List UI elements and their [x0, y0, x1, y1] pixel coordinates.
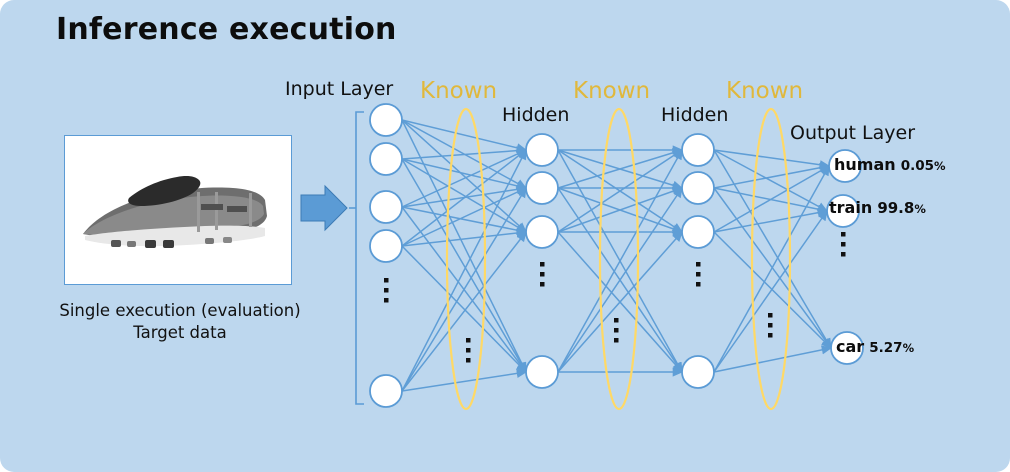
node-h1-last — [525, 355, 559, 389]
node-input-4 — [369, 229, 403, 263]
output-value-car: 5.27% — [869, 340, 915, 356]
label-hidden-layer-2: Hidden — [661, 104, 729, 126]
input-layer-ellipsis — [384, 278, 389, 303]
label-hidden-layer-1: Hidden — [502, 104, 570, 126]
hidden-layer-1-ellipsis — [540, 262, 545, 287]
between-layer-ellipses — [466, 313, 773, 363]
sample-image-frame — [64, 135, 292, 285]
ellipsis-mid-2 — [614, 318, 619, 343]
node-h2-2 — [681, 171, 715, 205]
label-known-1: Known — [420, 78, 498, 104]
node-h1-2 — [525, 171, 559, 205]
node-input-2 — [369, 142, 403, 176]
node-output-human — [828, 149, 862, 183]
output-label-train: train 99.8% — [829, 198, 926, 217]
node-input-1 — [369, 103, 403, 137]
label-known-3: Known — [726, 78, 804, 104]
output-layer-nodes — [826, 149, 864, 365]
edges-hidden2-to-output — [713, 149, 833, 373]
known-weight-ellipses — [445, 107, 792, 411]
hidden-layer-1-nodes — [525, 133, 559, 389]
node-h2-3 — [681, 215, 715, 249]
label-output-layer: Output Layer — [790, 122, 916, 144]
known-ellipse-1 — [445, 107, 487, 411]
train-photo — [65, 136, 291, 284]
node-input-3 — [369, 190, 403, 224]
sample-caption-line-1: Single execution (evaluation) — [59, 301, 301, 320]
ellipsis-mid-1 — [466, 338, 471, 363]
node-h2-1 — [681, 133, 715, 167]
input-arrow — [300, 184, 348, 232]
sample-caption-line-2: Target data — [133, 323, 227, 342]
node-h1-3 — [525, 215, 559, 249]
page-title: Inference execution — [56, 12, 397, 47]
sample-caption: Single execution (evaluation) Target dat… — [20, 300, 340, 344]
edges-input-to-hidden1 — [401, 119, 528, 392]
label-input-layer: Input Layer — [285, 78, 394, 100]
node-h1-1 — [525, 133, 559, 167]
ellipsis-mid-3 — [768, 313, 773, 338]
node-h2-last — [681, 355, 715, 389]
known-ellipse-2 — [598, 107, 640, 411]
output-label-human: human 0.05% — [834, 155, 946, 174]
node-output-car — [830, 331, 864, 365]
known-ellipse-3 — [750, 107, 792, 411]
output-label-car: car 5.27% — [836, 337, 914, 356]
output-name-car: car — [836, 337, 865, 356]
output-name-train: train — [829, 198, 873, 217]
input-layer-bracket — [349, 111, 364, 405]
node-output-train — [826, 194, 860, 228]
output-value-human: 0.05% — [900, 158, 946, 174]
hidden-layer-2-nodes — [681, 133, 715, 389]
hidden-layer-2-ellipsis — [696, 262, 701, 287]
input-layer-nodes — [369, 103, 403, 408]
output-name-human: human — [834, 155, 896, 174]
edges-hidden1-to-hidden2 — [557, 145, 684, 377]
output-layer-ellipsis — [841, 232, 846, 257]
label-known-2: Known — [573, 78, 651, 104]
node-input-last — [369, 374, 403, 408]
output-value-train: 99.8% — [877, 199, 926, 217]
